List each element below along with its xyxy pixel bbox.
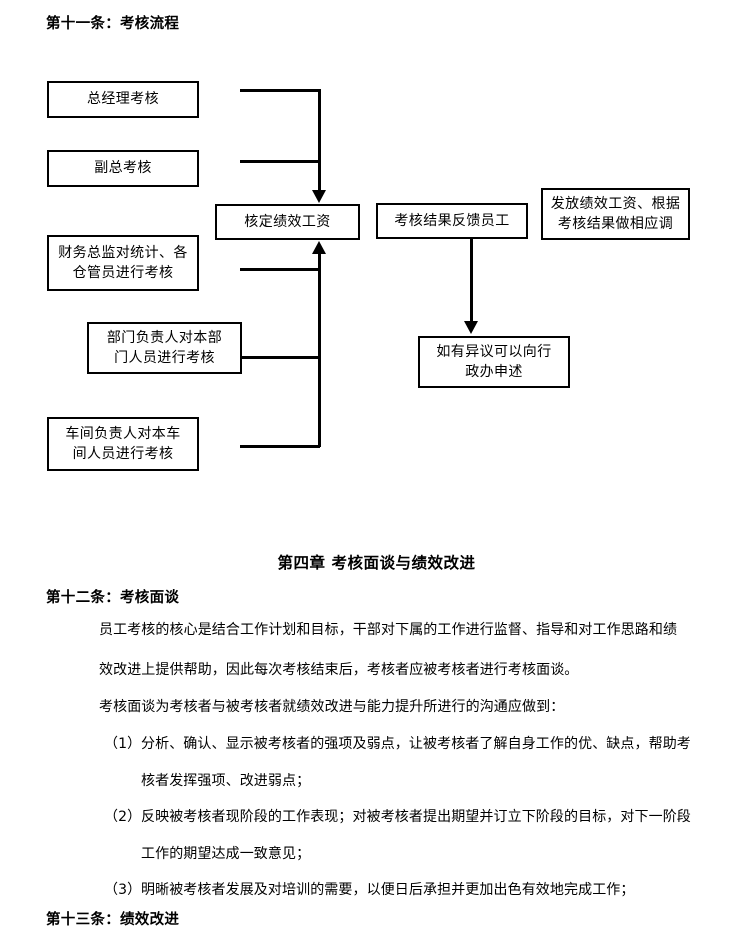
flow-box-dept-head-review-line1: 部门负责人对本部 xyxy=(106,329,223,346)
list-item-1-line-2: 核者发挥强项、改进弱点； xyxy=(141,773,311,789)
connector-feedback-to-appeal-vertical xyxy=(470,239,473,322)
article-12-intro-line: 考核面谈为考核者与被考核者就绩效改进与能力提升所进行的沟通应做到： xyxy=(99,699,565,715)
list-item-2-line-2: 工作的期望达成一致意见； xyxy=(141,846,311,862)
connector-bottom-trunk-vertical xyxy=(318,253,321,447)
flow-box-cfo-review-line2: 仓管员进行考核 xyxy=(72,265,174,281)
flow-box-vp-review: 副总考核 xyxy=(47,150,199,187)
list-item-1-line-1: 分析、确认、显示被考核者的强项及弱点，让被考核者了解自身工作的优、缺点，帮助考 xyxy=(141,736,691,752)
flow-box-appeal-line1: 如有异议可以向行 xyxy=(436,343,552,360)
flow-box-workshop-review-line2: 间人员进行考核 xyxy=(72,446,174,462)
flow-box-dept-head-review-line2: 门人员进行考核 xyxy=(114,350,215,366)
flow-box-verify-salary-label: 核定绩效工资 xyxy=(244,213,331,230)
flow-box-vp-review-label: 副总考核 xyxy=(94,160,152,177)
connector-top-trunk-vertical xyxy=(318,89,321,191)
flow-box-gm-review: 总经理考核 xyxy=(47,81,199,118)
article-12-paragraph-line-2: 效改进上提供帮助，因此每次考核结束后，考核者应被考核者进行考核面谈。 xyxy=(99,662,579,678)
flow-box-payout: 发放绩效工资、根据 考核结果做相应调 xyxy=(541,188,690,240)
flow-box-appeal: 如有异议可以向行 政办申述 xyxy=(418,336,570,388)
flow-box-gm-review-label: 总经理考核 xyxy=(87,91,159,108)
article-12-heading: 第十二条：考核面谈 xyxy=(46,590,180,606)
flow-box-workshop-review-line1: 车间负责人对本车 xyxy=(65,425,181,442)
flow-box-appeal-line2: 政办申述 xyxy=(465,364,523,380)
list-item-1-marker: （1） xyxy=(104,736,142,752)
flow-box-feedback-label: 考核结果反馈员工 xyxy=(394,212,510,229)
flow-box-payout-line1: 发放绩效工资、根据 xyxy=(550,195,681,212)
list-item-3-line-1: 明晰被考核者发展及对培训的需要，以便日后承担并更加出色有效地完成工作； xyxy=(141,882,635,898)
flow-box-cfo-review-line1: 财务总监对统计、各 xyxy=(58,244,188,261)
article-13-heading: 第十三条：绩效改进 xyxy=(46,912,180,928)
chapter-4-title: 第四章 考核面谈与绩效改进 xyxy=(277,554,476,572)
flow-box-feedback: 考核结果反馈员工 xyxy=(376,203,528,239)
list-item-2-marker: （2） xyxy=(104,809,142,825)
flow-box-cfo-review: 财务总监对统计、各 仓管员进行考核 xyxy=(47,235,199,291)
article-11-heading: 第十一条：考核流程 xyxy=(46,16,180,32)
arrow-into-appeal xyxy=(464,321,478,334)
connector-workshop-horizontal xyxy=(240,445,320,448)
connector-cfo-horizontal xyxy=(240,268,320,271)
arrow-into-verify-salary-bottom xyxy=(312,241,326,254)
flow-box-dept-head-review: 部门负责人对本部 门人员进行考核 xyxy=(87,322,242,374)
arrow-into-verify-salary-top xyxy=(312,190,326,203)
list-item-3-marker: （3） xyxy=(104,882,142,898)
assessment-process-flowchart: 总经理考核 副总考核 财务总监对统计、各 仓管员进行考核 部门负责人对本部 门人… xyxy=(47,81,690,471)
flow-box-verify-salary: 核定绩效工资 xyxy=(215,204,360,240)
article-12-paragraph-line-1: 员工考核的核心是结合工作计划和目标，干部对下属的工作进行监督、指导和对工作思路和… xyxy=(99,622,678,638)
flow-box-workshop-review: 车间负责人对本车 间人员进行考核 xyxy=(47,417,199,471)
flow-box-payout-line2: 考核结果做相应调 xyxy=(557,216,674,232)
connector-dept-head-horizontal xyxy=(242,356,320,359)
connector-vp-horizontal xyxy=(240,160,320,163)
connector-gm-horizontal xyxy=(240,89,320,92)
list-item-2-line-1: 反映被考核者现阶段的工作表现；对被考核者提出期望并订立下阶段的目标，对下一阶段 xyxy=(141,809,691,825)
